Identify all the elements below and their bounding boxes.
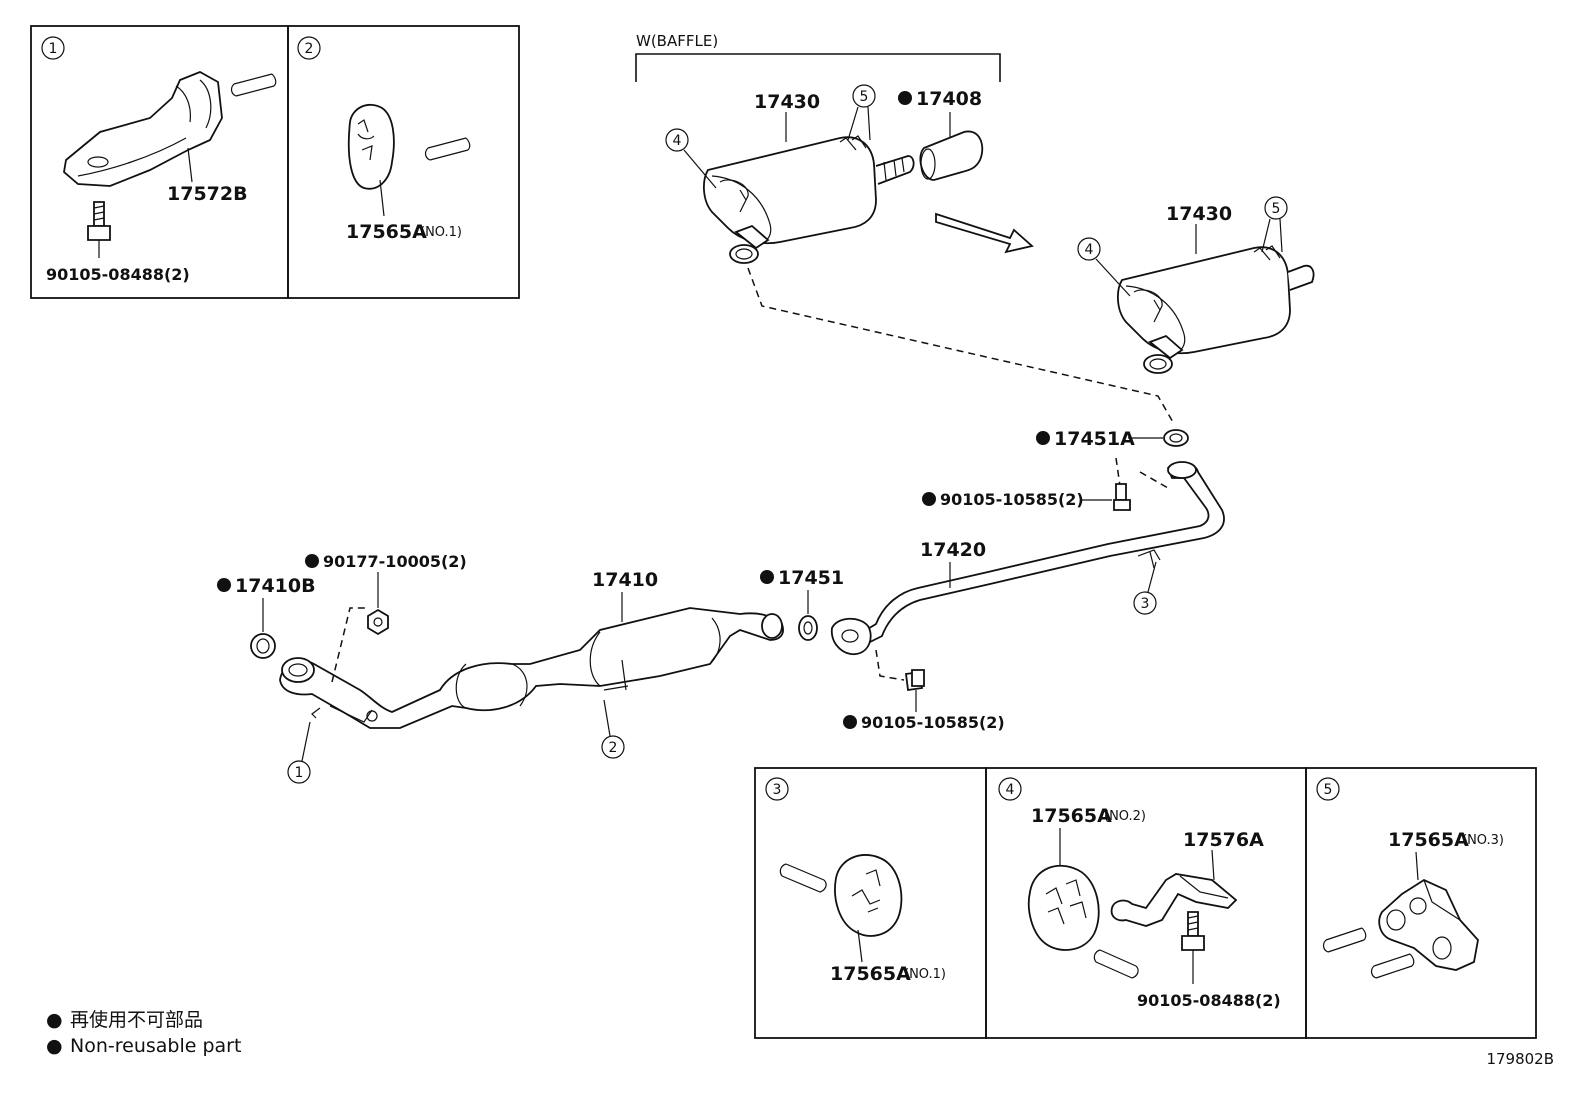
part-muffler-top: 17430	[754, 91, 820, 113]
nonreusable-dot-bolt-tail	[922, 492, 936, 506]
legend-text-en: Non-reusable part	[70, 1035, 241, 1057]
gasket-17451a-drawing	[1163, 429, 1189, 447]
callout-2-pipe: 2	[609, 740, 618, 756]
inset-5-circle-number: 5	[1324, 782, 1333, 798]
inset-box-4: 4 17565A (NO.2) 17576A 90105-08488(2)	[985, 767, 1307, 1039]
bolt-mid-drawing	[904, 669, 925, 692]
baffle-group: W(BAFFLE)	[635, 32, 1001, 82]
inset-box-1: 1 17572B 90105-08488(2)	[30, 25, 289, 299]
legend-marker-1: ●	[46, 1009, 63, 1031]
hanger-no3-drawing	[1378, 878, 1479, 971]
tail-pipe-drawing	[919, 130, 984, 181]
inset-4-circle-number: 4	[1006, 782, 1015, 798]
inset-4-bolt-number: 90105-08488(2)	[1137, 991, 1281, 1010]
bolt-tail-drawing	[1113, 483, 1131, 511]
part-bolt-tail: 90105-10585(2)	[940, 490, 1084, 509]
change-arrow	[935, 212, 1034, 254]
part-nut-front: 90177-10005(2)	[323, 552, 467, 571]
rubber-rod-4-drawing	[1093, 949, 1139, 979]
inset-5-note: (NO.3)	[1462, 833, 1504, 848]
part-tail-pipe: 17408	[916, 88, 982, 110]
inset-box-2: 2 17565A (NO.1)	[287, 25, 520, 299]
illustration-code: 179802B	[1486, 1050, 1554, 1068]
part-bolt-mid: 90105-10585(2)	[861, 713, 1005, 732]
nonreusable-dot-17408	[898, 91, 912, 105]
bolt-drawing-1	[87, 201, 111, 241]
inset-1-circle-number: 1	[49, 41, 58, 57]
legend-marker-2: ●	[46, 1035, 63, 1057]
rubber-rod-1-drawing	[230, 73, 277, 97]
rubber-rod-3-drawing	[779, 863, 827, 893]
gasket-17410b-drawing	[250, 633, 276, 659]
gasket-17451-drawing	[798, 615, 818, 641]
inset-box-5: 5 17565A (NO.3)	[1305, 767, 1537, 1039]
rubber-rod-2-drawing	[424, 137, 471, 161]
front-pipe-drawing	[279, 607, 784, 729]
muffler-top-drawing	[703, 135, 915, 264]
bracket-17572b-drawing	[63, 71, 223, 187]
nonreusable-dot-17451a	[1036, 431, 1050, 445]
hanger-no1-drawing-top	[347, 103, 395, 190]
callout-3-pipe: 3	[1141, 596, 1150, 612]
muffler-right-drawing	[1117, 245, 1315, 374]
nut-front-drawing	[367, 608, 389, 636]
rubber-rod-5-drawing	[1322, 927, 1415, 979]
inset-3-note: (NO.1)	[904, 967, 946, 982]
callout-4-right: 4	[1085, 242, 1094, 258]
callout-5-right: 5	[1272, 201, 1281, 217]
inset-1-bolt-number: 90105-08488(2)	[46, 265, 190, 284]
part-center-pipe: 17420	[920, 539, 986, 561]
part-gasket-tail: 17451A	[1054, 428, 1135, 450]
callout-1-pipe: 1	[295, 765, 304, 781]
hanger-no2-drawing	[1027, 865, 1100, 951]
inset-4-part2-number: 17576A	[1183, 829, 1264, 851]
bolt-drawing-4	[1181, 911, 1205, 951]
legend-text-jp: 再使用不可部品	[70, 1009, 203, 1031]
inset-5-part-number: 17565A	[1388, 829, 1469, 851]
part-muffler-right: 17430	[1166, 203, 1232, 225]
callout-4-top: 4	[673, 133, 682, 149]
inset-4-part-number: 17565A	[1031, 805, 1112, 827]
legend: ● 再使用不可部品 ● Non-reusable part	[46, 1009, 241, 1057]
inset-3-part-number: 17565A	[830, 963, 911, 985]
inset-box-3: 3 17565A (NO.1)	[754, 767, 987, 1039]
nonreusable-dot-nut-front	[305, 554, 319, 568]
nonreusable-dot-bolt-mid	[843, 715, 857, 729]
callout-5-top: 5	[860, 89, 869, 105]
bracket-17576a-drawing	[1110, 873, 1238, 927]
nonreusable-dot-17410b	[217, 578, 231, 592]
nonreusable-dot-17451	[760, 570, 774, 584]
part-gasket-mid: 17451	[778, 567, 844, 589]
inset-4-note: (NO.2)	[1104, 809, 1146, 824]
part-gasket-front: 17410B	[235, 575, 316, 597]
inset-2-note: (NO.1)	[420, 225, 462, 240]
center-pipe-drawing	[831, 461, 1225, 656]
baffle-label: W(BAFFLE)	[636, 32, 718, 50]
inset-2-circle-number: 2	[305, 41, 314, 57]
inset-2-part-number: 17565A	[346, 221, 427, 243]
part-front-pipe: 17410	[592, 569, 658, 591]
inset-1-part-number: 17572B	[167, 183, 248, 205]
hanger-no1-drawing-bottom	[834, 854, 903, 937]
inset-3-circle-number: 3	[773, 782, 782, 798]
